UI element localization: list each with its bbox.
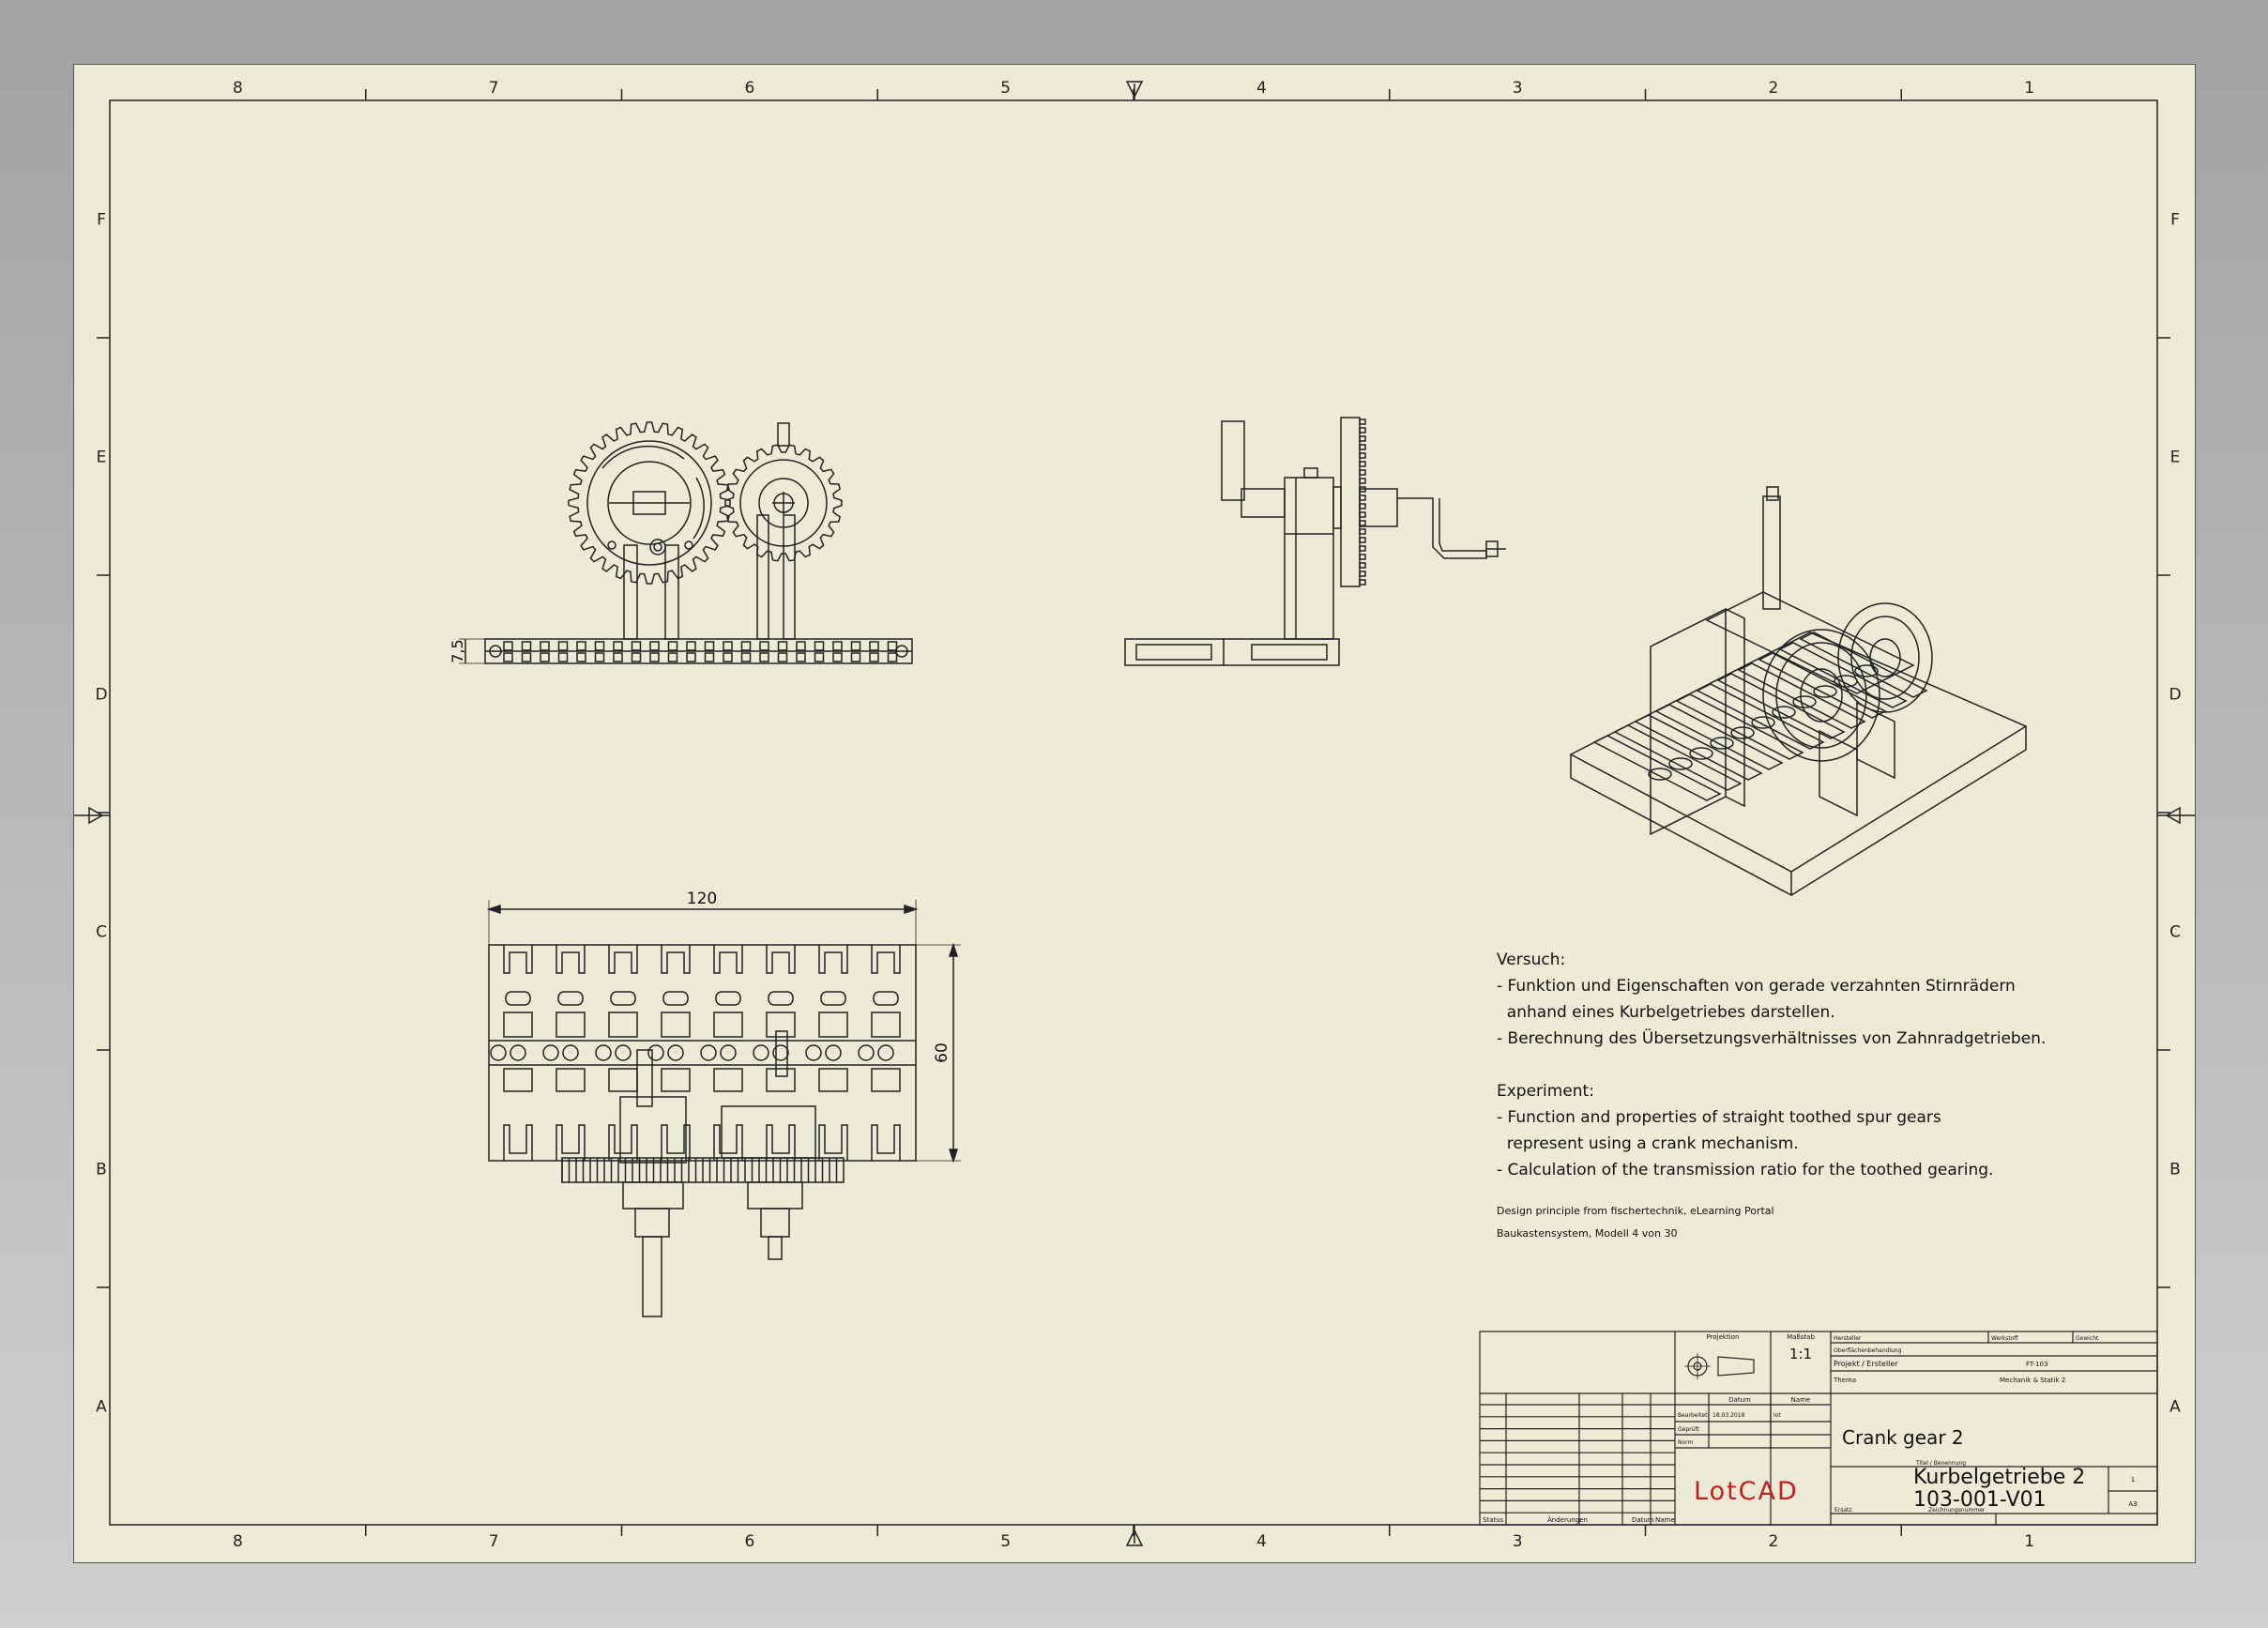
column-marker: 6 bbox=[744, 1532, 754, 1551]
front-base-rail bbox=[484, 638, 913, 664]
column-marker: 7 bbox=[489, 1532, 499, 1551]
ersatz-label: Ersatz bbox=[1834, 1507, 1852, 1514]
drawing-number: 103-001-V01 bbox=[1913, 1488, 2047, 1512]
row-marker: A bbox=[2169, 1398, 2181, 1417]
top-dimensions: 120 60 bbox=[486, 890, 961, 1164]
logo-text: LotCAD bbox=[1694, 1477, 1799, 1506]
column-marker: 6 bbox=[744, 79, 754, 98]
isometric-view bbox=[1569, 486, 2028, 897]
column-marker: 1 bbox=[2024, 1532, 2034, 1551]
centering-marks bbox=[74, 81, 2195, 1546]
column-marker: 8 bbox=[233, 79, 243, 98]
row-marker: D bbox=[95, 686, 107, 705]
thema-label: Thema bbox=[1833, 1377, 1856, 1384]
column-marker: 2 bbox=[1768, 79, 1778, 98]
versuch-heading: Versuch: bbox=[1497, 951, 1566, 969]
scale-label: Maßstab bbox=[1787, 1333, 1815, 1341]
large-gear bbox=[568, 421, 731, 585]
datum2-label: Datum bbox=[1632, 1516, 1654, 1524]
blatt-value: 1 bbox=[2131, 1476, 2135, 1483]
experiment-heading: Experiment: bbox=[1497, 1082, 1594, 1101]
column-marker: 4 bbox=[1256, 1532, 1267, 1551]
title-block bbox=[1479, 1331, 2158, 1526]
projekt-label: Projekt / Ersteller bbox=[1834, 1360, 1898, 1368]
titel-label: Titel / Benennung bbox=[1915, 1460, 1966, 1467]
column-marker: 5 bbox=[1000, 1532, 1011, 1551]
row-marker: B bbox=[2169, 1161, 2181, 1179]
front-dim-label: 7,5 bbox=[449, 639, 466, 662]
front-view: 7,5 bbox=[449, 421, 913, 664]
notes-block: Versuch: - Funktion und Eigenschaften vo… bbox=[1497, 947, 2047, 1243]
projection-label: Projektion bbox=[1707, 1333, 1740, 1341]
row-marker: E bbox=[2170, 449, 2181, 467]
versuch-line: - Funktion und Eigenschaften von gerade … bbox=[1497, 977, 2016, 996]
gewicht-label: Gewicht bbox=[2076, 1335, 2099, 1342]
oberflaeche-label: Oberflächenbehandlung bbox=[1834, 1347, 1902, 1354]
experiment-line: - Function and properties of straight to… bbox=[1497, 1108, 1941, 1127]
front-posts bbox=[623, 514, 796, 640]
aenderungen-label: Änderungen bbox=[1547, 1515, 1588, 1524]
name-label: Name bbox=[1791, 1396, 1811, 1404]
experiment-line: - Calculation of the transmission ratio … bbox=[1497, 1161, 1994, 1179]
row-marker: B bbox=[96, 1161, 107, 1179]
top-view: 120 60 bbox=[486, 890, 961, 1317]
drawing-title-en: Crank gear 2 bbox=[1842, 1426, 1964, 1449]
column-marker: 8 bbox=[233, 1532, 243, 1551]
status-label: Status bbox=[1483, 1516, 1504, 1524]
row-marker: C bbox=[2169, 923, 2181, 942]
title-block-text: Projektion Maßstab 1:1 Hersteller Werkst… bbox=[1483, 1333, 2138, 1524]
row-marker: E bbox=[97, 449, 107, 467]
hersteller-label: Hersteller bbox=[1834, 1335, 1862, 1342]
werkstoff-label: Werkstoff bbox=[1991, 1335, 2018, 1342]
row-marker: D bbox=[2169, 686, 2181, 705]
bearbeitet-date: 18.03.2018 bbox=[1712, 1412, 1745, 1419]
row-marker: A bbox=[96, 1398, 107, 1417]
projekt-value: FT-103 bbox=[2026, 1361, 2047, 1368]
versuch-line: - Berechnung des Übersetzungsverhältniss… bbox=[1497, 1029, 2047, 1048]
column-marker: 2 bbox=[1768, 1532, 1778, 1551]
top-width-dim: 120 bbox=[687, 890, 717, 908]
geprueft-label: Geprüft bbox=[1678, 1426, 1699, 1433]
versuch-line: anhand eines Kurbelgetriebes darstellen. bbox=[1497, 1003, 1835, 1022]
zeichnungsnummer-label: Zeichnungsnummer bbox=[1928, 1507, 1986, 1514]
drawing-title-de: Kurbelgetriebe 2 bbox=[1913, 1466, 2085, 1489]
column-marker: 1 bbox=[2024, 79, 2034, 98]
column-marker: 3 bbox=[1513, 79, 1523, 98]
scale-value: 1:1 bbox=[1789, 1346, 1812, 1362]
logo: LotCAD bbox=[1694, 1477, 1821, 1509]
datum-label: Datum bbox=[1728, 1396, 1751, 1404]
thema-value: Mechanik & Statik 2 bbox=[2000, 1377, 2065, 1384]
side-view bbox=[1124, 417, 1506, 666]
column-marker: 7 bbox=[489, 79, 499, 98]
front-dimension: 7,5 bbox=[449, 638, 485, 664]
format-value: A3 bbox=[2128, 1500, 2137, 1508]
row-marker: F bbox=[2170, 211, 2180, 230]
bearbeitet-name: lot bbox=[1773, 1412, 1781, 1419]
top-depth-dim: 60 bbox=[933, 1042, 951, 1063]
experiment-line: represent using a crank mechanism. bbox=[1497, 1134, 1799, 1153]
bearbeitet-label: Bearbeitet bbox=[1678, 1412, 1708, 1419]
column-marker: 4 bbox=[1256, 79, 1267, 98]
name2-label: Name bbox=[1655, 1516, 1675, 1524]
small-gear bbox=[724, 422, 843, 562]
row-marker: F bbox=[97, 211, 106, 230]
credit-line: Design principle from fischertechnik, eL… bbox=[1497, 1205, 1774, 1217]
credit-line: Baukastensystem, Modell 4 von 30 bbox=[1497, 1227, 1678, 1240]
norm-label: Norm bbox=[1678, 1439, 1694, 1446]
column-marker: 3 bbox=[1513, 1532, 1523, 1551]
row-marker: C bbox=[96, 923, 107, 942]
column-marker: 5 bbox=[1000, 79, 1011, 98]
